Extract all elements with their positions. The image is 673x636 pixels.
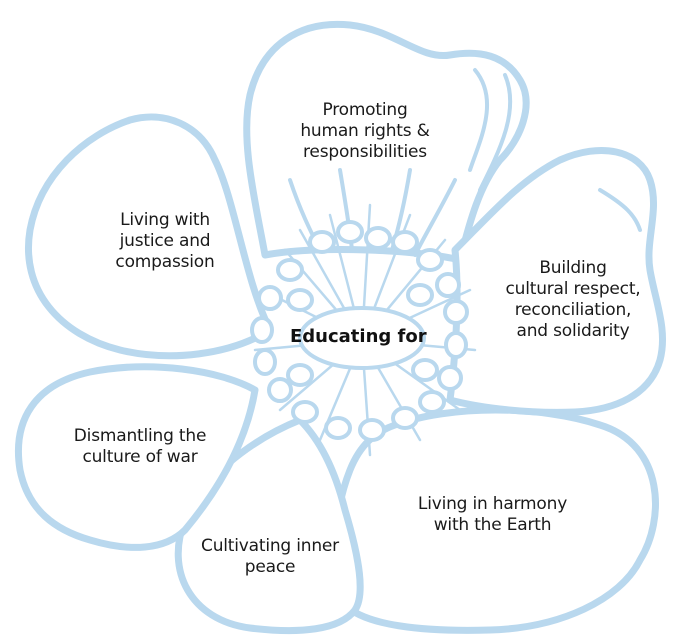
petal-label-inner-peace: Cultivating inner peace: [201, 536, 339, 577]
petal-label-human-rights: Promoting human rights & responsibilitie…: [300, 100, 430, 162]
petal-label-cultural-respect: Building cultural respect, reconciliatio…: [505, 258, 641, 341]
petal-justice: [25, 113, 274, 360]
petal-label-justice: Living with justice and compassion: [115, 210, 215, 272]
center-disk: [298, 306, 426, 370]
petal-cultural-respect: [446, 146, 667, 416]
stamen-ring: [250, 220, 469, 442]
petal-label-harmony-earth: Living in harmony with the Earth: [417, 494, 568, 535]
center-label: Educating for: [290, 326, 427, 347]
petal-culture-of-war: [15, 363, 259, 551]
petal-label-culture-of-war: Dismantling the culture of war: [73, 426, 207, 467]
